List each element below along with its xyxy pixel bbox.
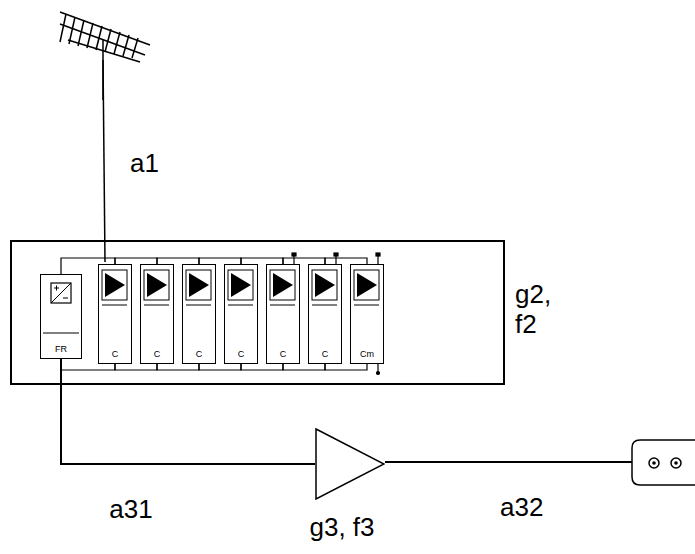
channel-module: C xyxy=(98,264,132,364)
cable-label: a31 xyxy=(109,494,152,524)
headend-housing: g2, f2FRCCCCCCCm xyxy=(10,240,505,385)
channel-module: C xyxy=(266,264,300,364)
module-bridge xyxy=(61,253,380,375)
cable-label: a1 xyxy=(130,148,159,178)
module-label: FR xyxy=(41,344,81,355)
module-label: C xyxy=(267,349,299,360)
channel-module: C xyxy=(182,264,216,364)
wall-socket xyxy=(632,440,695,485)
line-amplifier: g3, f3 xyxy=(315,428,385,500)
power-supply-module: FR xyxy=(40,274,82,359)
cable-label: a32 xyxy=(500,492,543,522)
antenna xyxy=(60,12,150,262)
module-label: Cm xyxy=(351,349,383,360)
amplifier-triangle xyxy=(315,428,385,500)
channel-module: C xyxy=(140,264,174,364)
channel-module: Cm xyxy=(350,264,384,364)
cable xyxy=(61,359,315,464)
module-label: C xyxy=(309,349,341,360)
module-label: C xyxy=(225,349,257,360)
channel-module: C xyxy=(308,264,342,364)
module-label: C xyxy=(183,349,215,360)
module-label: C xyxy=(99,349,131,360)
channel-module: C xyxy=(224,264,258,364)
module-label: C xyxy=(141,349,173,360)
device-label: g2, f2 xyxy=(515,279,551,339)
cable xyxy=(385,461,632,463)
device-label: g3, f3 xyxy=(309,512,374,542)
